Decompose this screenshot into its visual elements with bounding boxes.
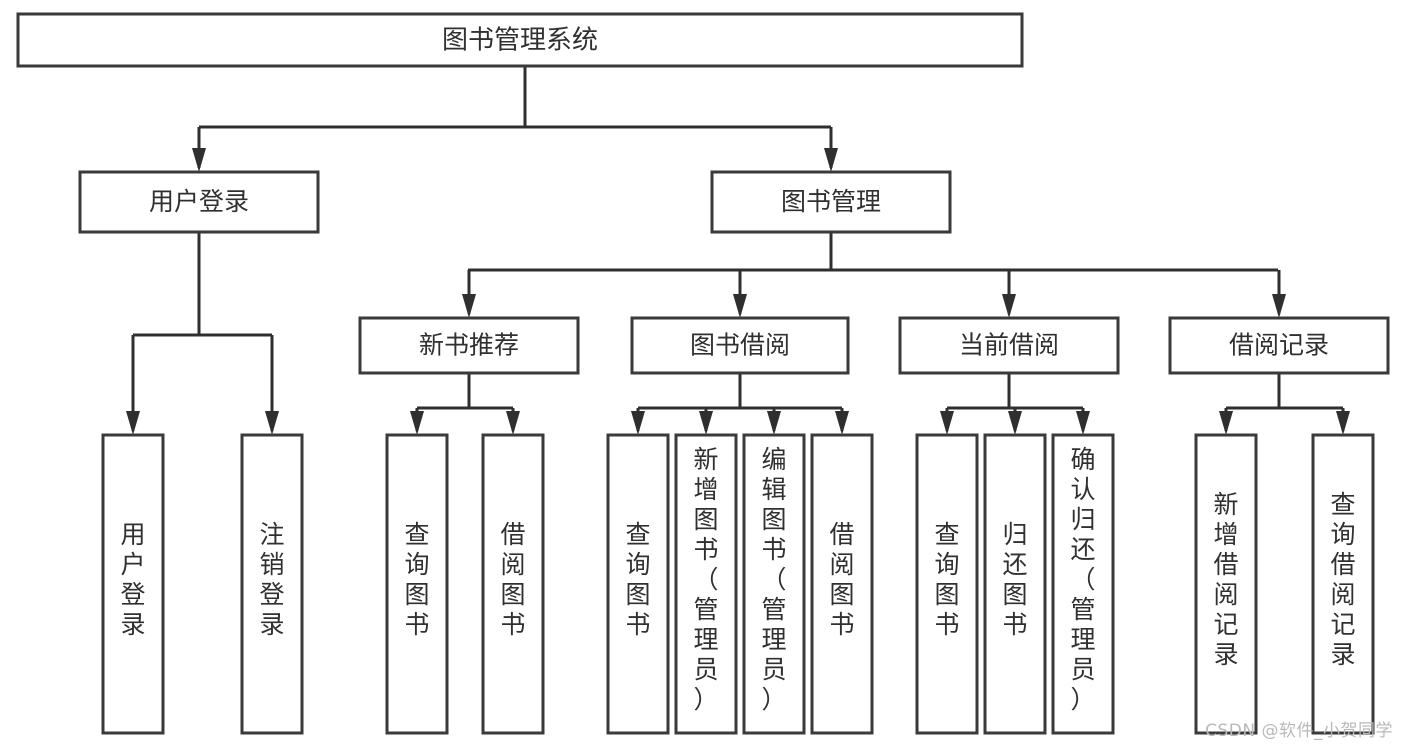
csdn-watermark: CSDN @软件_小贺同学 bbox=[1205, 721, 1393, 741]
node-label: 用户登录 bbox=[120, 520, 145, 639]
node-box[interactable] bbox=[742, 433, 806, 735]
node-label: 确认归还（管理员） bbox=[1070, 445, 1095, 714]
node-borrow-record[interactable]: 借阅记录 bbox=[1168, 316, 1390, 375]
node-box[interactable] bbox=[1168, 316, 1390, 375]
arrow-head-icon bbox=[1008, 411, 1022, 435]
node-label: 查询图书 bbox=[404, 520, 429, 639]
node-box[interactable] bbox=[915, 433, 979, 735]
arrow-head-icon bbox=[767, 411, 781, 435]
node-box[interactable] bbox=[1194, 433, 1258, 735]
node-box[interactable] bbox=[16, 12, 1024, 68]
node-label: 借阅图书 bbox=[829, 520, 854, 639]
node-box[interactable] bbox=[898, 316, 1120, 375]
node-box[interactable] bbox=[710, 170, 952, 234]
node-label: 借阅记录 bbox=[1229, 331, 1329, 360]
arrow-head-icon bbox=[835, 411, 849, 435]
node-label: 当前借阅 bbox=[959, 331, 1059, 360]
arrow-head-icon bbox=[824, 148, 838, 172]
node-leaf-borrow-book-recommend[interactable]: 借阅图书 bbox=[481, 433, 545, 735]
node-leaf-add-borrow-record[interactable]: 新增借阅记录 bbox=[1194, 433, 1258, 735]
node-current-borrow[interactable]: 当前借阅 bbox=[898, 316, 1120, 375]
node-box[interactable] bbox=[101, 433, 165, 735]
arrow-head-icon bbox=[631, 411, 645, 435]
arrow-head-icon bbox=[410, 411, 424, 435]
node-box[interactable] bbox=[810, 433, 874, 735]
node-leaf-edit-book-admin[interactable]: 编辑图书（管理员） bbox=[742, 433, 806, 735]
node-label: 借阅图书 bbox=[500, 520, 525, 639]
node-leaf-query-borrow-record[interactable]: 查询借阅记录 bbox=[1311, 433, 1375, 735]
arrow-head-icon bbox=[265, 411, 279, 435]
arrow-head-icon bbox=[462, 294, 476, 318]
arrow-head-icon bbox=[1219, 411, 1233, 435]
node-leaf-logout[interactable]: 注销登录 bbox=[240, 433, 304, 735]
node-label: 查询图书 bbox=[625, 520, 650, 639]
node-box[interactable] bbox=[1051, 433, 1115, 735]
node-book-management[interactable]: 图书管理 bbox=[710, 170, 952, 234]
connectors-layer bbox=[126, 66, 1350, 435]
arrow-head-icon bbox=[506, 411, 520, 435]
nodes-layer: 图书管理系统用户登录图书管理新书推荐图书借阅当前借阅借阅记录用户登录注销登录查询… bbox=[16, 12, 1390, 735]
node-box[interactable] bbox=[358, 316, 580, 375]
node-box[interactable] bbox=[385, 433, 449, 735]
node-box[interactable] bbox=[983, 433, 1047, 735]
node-book-borrow[interactable]: 图书借阅 bbox=[630, 316, 850, 375]
node-label: 新书推荐 bbox=[419, 331, 519, 360]
node-leaf-query-book-current[interactable]: 查询图书 bbox=[915, 433, 979, 735]
node-leaf-query-book-recommend[interactable]: 查询图书 bbox=[385, 433, 449, 735]
node-root[interactable]: 图书管理系统 bbox=[16, 12, 1024, 68]
node-label: 图书借阅 bbox=[690, 331, 790, 360]
node-box[interactable] bbox=[674, 433, 738, 735]
node-box[interactable] bbox=[78, 170, 320, 234]
node-label: 查询图书 bbox=[934, 520, 959, 639]
node-label: 新增图书（管理员） bbox=[693, 445, 718, 714]
arrow-head-icon bbox=[192, 148, 206, 172]
node-user-login[interactable]: 用户登录 bbox=[78, 170, 320, 234]
arrow-head-icon bbox=[940, 411, 954, 435]
node-label: 编辑图书（管理员） bbox=[761, 445, 786, 714]
node-new-book-recommend[interactable]: 新书推荐 bbox=[358, 316, 580, 375]
arrow-head-icon bbox=[733, 294, 747, 318]
node-label: 图书管理 bbox=[781, 187, 881, 216]
node-label: 新增借阅记录 bbox=[1213, 490, 1238, 669]
arrow-head-icon bbox=[126, 411, 140, 435]
node-leaf-borrow-book[interactable]: 借阅图书 bbox=[810, 433, 874, 735]
arrow-head-icon bbox=[699, 411, 713, 435]
node-leaf-query-book-borrow[interactable]: 查询图书 bbox=[606, 433, 670, 735]
node-box[interactable] bbox=[481, 433, 545, 735]
arrow-head-icon bbox=[1336, 411, 1350, 435]
node-label: 用户登录 bbox=[149, 187, 249, 216]
node-leaf-return-book[interactable]: 归还图书 bbox=[983, 433, 1047, 735]
node-box[interactable] bbox=[606, 433, 670, 735]
node-label: 查询借阅记录 bbox=[1330, 490, 1355, 669]
node-box[interactable] bbox=[1311, 433, 1375, 735]
node-label: 图书管理系统 bbox=[442, 26, 598, 56]
node-leaf-confirm-return-admin[interactable]: 确认归还（管理员） bbox=[1051, 433, 1115, 735]
node-box[interactable] bbox=[630, 316, 850, 375]
node-box[interactable] bbox=[240, 433, 304, 735]
node-leaf-add-book-admin[interactable]: 新增图书（管理员） bbox=[674, 433, 738, 735]
node-label: 注销登录 bbox=[259, 520, 284, 639]
node-leaf-user-login[interactable]: 用户登录 bbox=[101, 433, 165, 735]
arrow-head-icon bbox=[1002, 294, 1016, 318]
node-label: 归还图书 bbox=[1002, 520, 1027, 639]
arrow-head-icon bbox=[1076, 411, 1090, 435]
arrow-head-icon bbox=[1272, 294, 1286, 318]
